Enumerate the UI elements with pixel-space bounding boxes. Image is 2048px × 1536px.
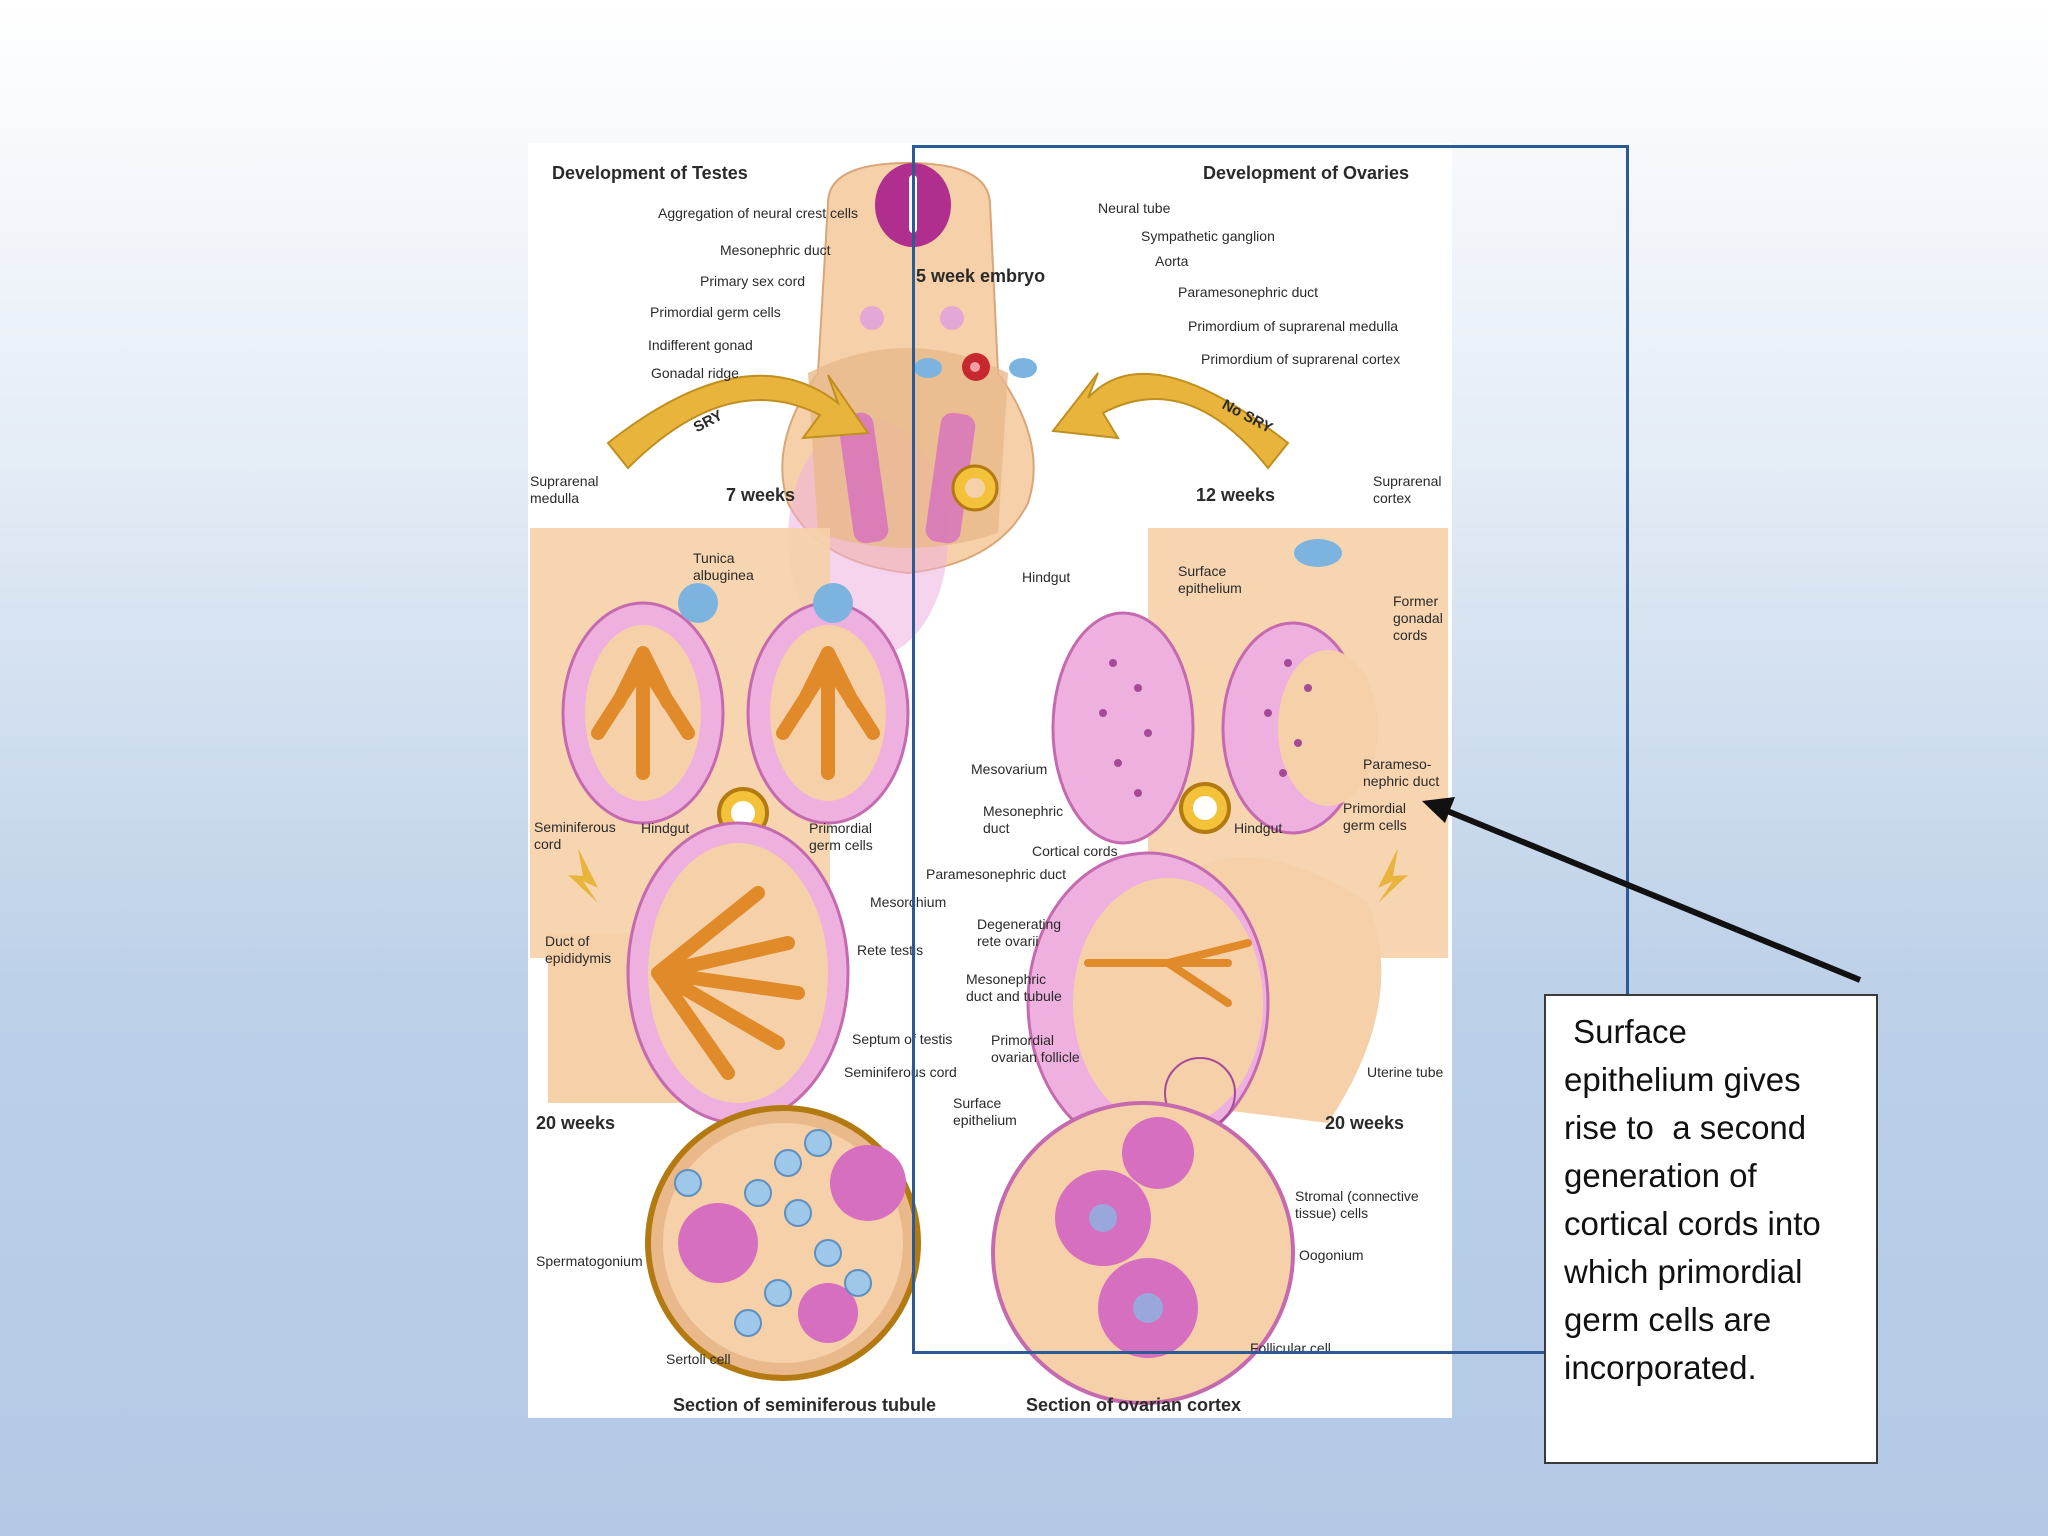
label-paramesonephric-top: Paramesonephric duct: [1178, 284, 1319, 300]
label-aorta: Aorta: [1155, 253, 1189, 269]
label-surface-epithelium-mid: Surface epithelium: [1178, 563, 1242, 596]
label-20-weeks-left: 20 weeks: [536, 1113, 616, 1133]
descend-arrow-left: [568, 848, 598, 903]
label-parameso-right: Parameso- nephric duct: [1363, 756, 1440, 789]
label-neural-tube: Neural tube: [1098, 200, 1171, 216]
label-oogonium: Oogonium: [1299, 1247, 1364, 1263]
sympathetic-ganglion-left: [860, 306, 884, 330]
label-12-weeks: 12 weeks: [1196, 485, 1276, 505]
label-sympathetic-ganglion: Sympathetic ganglion: [1141, 228, 1275, 244]
label-hindgut-center: Hindgut: [1022, 569, 1071, 585]
label-mesonephric-duct-top: Mesonephric duct: [720, 242, 831, 258]
header-development-ovaries: Development of Ovaries: [1203, 163, 1410, 183]
label-section-seminiferous-tubule: Section of seminiferous tubule: [673, 1395, 937, 1415]
highlight-frame: [912, 145, 1629, 1354]
label-primordial-follicle: Primordial ovarian follicle: [991, 1032, 1080, 1065]
seminiferous-tubule-section: [645, 1105, 921, 1381]
label-primordial-germ-left: Primordial germ cells: [809, 820, 873, 853]
descend-arrow-right: [1378, 848, 1408, 903]
hindgut-ring: [951, 464, 999, 512]
label-hindgut-left: Hindgut: [641, 820, 690, 836]
label-former-gonadal-cords: Former gonadal cords: [1393, 593, 1443, 643]
label-tunica-albuginea: Tunica albuginea: [693, 550, 754, 583]
no-sry-arrow: [1051, 372, 1290, 470]
label-seminiferous-cord-left: Seminiferous cord: [534, 819, 616, 852]
twenty-week-testis: [548, 821, 850, 1125]
header-development-testes: Development of Testes: [552, 163, 748, 183]
suprarenal-cortex-primordium: [914, 358, 942, 378]
label-7-weeks: 7 weeks: [726, 485, 796, 505]
label-indifferent-gonad: Indifferent gonad: [648, 337, 753, 353]
label-duct-epididymis: Duct of epididymis: [545, 933, 612, 966]
label-cortical-cords: Cortical cords: [1032, 843, 1118, 859]
label-sertoli-cell: Sertoli cell: [666, 1351, 731, 1367]
label-20-weeks-right: 20 weeks: [1325, 1113, 1405, 1133]
label-primordial-germ-top: Primordial germ cells: [650, 304, 781, 320]
label-hindgut-right: Hindgut: [1234, 820, 1283, 836]
label-suprarenal-medulla: Suprarenal medulla: [530, 473, 599, 506]
label-mesovarium: Mesovarium: [971, 761, 1048, 777]
sympathetic-ganglion: [940, 306, 964, 330]
label-neural-crest: Aggregation of neural crest cells: [658, 205, 858, 221]
label-surface-epithelium-low: Surface epithelium: [953, 1095, 1017, 1128]
label-primary-sex-cord: Primary sex cord: [700, 273, 806, 289]
label-rete-testis: Rete testis: [857, 942, 924, 958]
label-mesonephric-tubule: Mesonephric duct and tubule: [966, 971, 1062, 1004]
label-primordium-medulla: Primordium of suprarenal medulla: [1188, 318, 1399, 334]
label-seminiferous-cord-low: Seminiferous cord: [844, 1064, 957, 1080]
label-5-week-embryo: 5 week embryo: [916, 266, 1046, 286]
label-uterine-tube: Uterine tube: [1367, 1064, 1444, 1080]
sry-arrow: [606, 374, 870, 470]
label-degenerating-rete: Degenerating rete ovarii: [977, 916, 1062, 949]
label-primordium-cortex: Primordium of suprarenal cortex: [1201, 351, 1401, 367]
ovarian-cortex-section: [991, 1101, 1295, 1405]
twenty-week-ovary: [1026, 851, 1382, 1155]
embryology-figure: Development of Testes Development of Ova…: [528, 143, 1452, 1418]
label-paramesonephric-mid: Paramesonephric duct: [926, 866, 1067, 882]
label-septum-testis: Septum of testis: [852, 1031, 953, 1047]
callout-text: Surface epithelium gives rise to a secon…: [1564, 1013, 1821, 1386]
label-primordial-germ-right: Primordial germ cells: [1343, 800, 1407, 833]
label-mesonephric-duct-mid: Mesonephric duct: [983, 803, 1064, 836]
label-stromal-cells: Stromal (connective tissue) cells: [1295, 1188, 1419, 1221]
label-section-ovarian-cortex: Section of ovarian cortex: [1026, 1395, 1242, 1415]
label-gonadal-ridge: Gonadal ridge: [651, 365, 739, 381]
label-mesorchium: Mesorchium: [870, 894, 947, 910]
callout-box: Surface epithelium gives rise to a secon…: [1544, 994, 1878, 1464]
label-spermatogonium: Spermatogonium: [536, 1253, 643, 1269]
label-suprarenal-cortex: Suprarenal cortex: [1373, 473, 1442, 506]
